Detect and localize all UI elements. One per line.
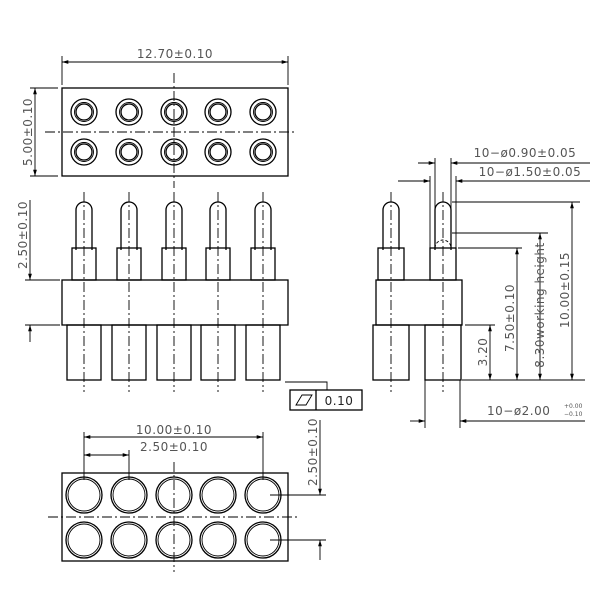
front-view-body — [61, 279, 289, 326]
pogo-pin — [111, 192, 147, 392]
pogo-pin-side — [372, 192, 410, 392]
side-view-body — [375, 279, 463, 326]
pogo-pin — [200, 192, 236, 392]
bottom-view: 10.00±0.10 2.50±0.10 2.50±0.10 — [48, 418, 326, 572]
tail-hole — [199, 476, 237, 514]
tail-hole — [110, 476, 148, 514]
tail-diameter-label: 10−ø2.00 — [487, 404, 550, 418]
pin-hole — [70, 98, 98, 126]
top-view-pin-holes — [70, 98, 277, 166]
total-height-label: 10.00±0.15 — [558, 252, 572, 328]
pogo-pin — [245, 192, 281, 392]
tail-hole — [244, 476, 282, 514]
tail-hole — [65, 476, 103, 514]
tail-tolerance-lower: −0.10 — [564, 411, 583, 418]
pin-hole — [115, 98, 143, 126]
height-dimension-label: 5.00±0.10 — [21, 98, 35, 166]
barrel-diameter-label: 10−ø1.50±0.05 — [479, 165, 582, 179]
tail-height-label: 3.20 — [476, 338, 490, 367]
pitch-dimension-label: 2.50±0.10 — [140, 440, 208, 454]
pin-hole — [160, 98, 188, 126]
pin-hole — [204, 98, 232, 126]
pin-hole — [204, 138, 232, 166]
pin-hole — [249, 98, 277, 126]
bottom-view-holes — [65, 476, 282, 559]
row-pitch-dimension-label: 2.50±0.10 — [306, 418, 320, 486]
plunger-diameter-label: 10−ø0.90±0.05 — [474, 146, 577, 160]
top-view: 12.70±0.10 5.00±0.10 — [21, 47, 296, 188]
pogo-pin — [66, 192, 102, 392]
front-view-pins — [66, 192, 281, 392]
tail-hole — [155, 476, 193, 514]
flatness-tolerance-frame: 0.10 — [289, 389, 363, 411]
flatness-symbol-icon — [295, 394, 313, 406]
front-view: 2.50±0.10 0.10 — [16, 192, 363, 411]
tail-tolerance-upper: +0.00 — [564, 403, 583, 410]
pin-height-dimension-label: 2.50±0.10 — [16, 201, 30, 269]
tail-hole — [199, 521, 237, 559]
pin-hole — [115, 138, 143, 166]
side-view: 10−ø0.90±0.05 10−ø1.50±0.05 10−ø2.00 +0.… — [372, 146, 590, 428]
width-dimension-label: 12.70±0.10 — [137, 47, 213, 61]
pogo-pin — [156, 192, 192, 392]
pin-hole — [160, 138, 188, 166]
span-dimension-label: 10.00±0.10 — [136, 423, 212, 437]
tail-hole — [155, 521, 193, 559]
tail-hole — [110, 521, 148, 559]
tail-hole — [244, 521, 282, 559]
body-height-label: 7.50±0.10 — [503, 284, 517, 352]
working-height-label: 8.30working height — [533, 242, 547, 367]
flatness-value: 0.10 — [325, 394, 354, 408]
pin-hole — [249, 138, 277, 166]
tail-hole — [65, 521, 103, 559]
pin-hole — [70, 138, 98, 166]
side-view-pins — [372, 192, 462, 392]
